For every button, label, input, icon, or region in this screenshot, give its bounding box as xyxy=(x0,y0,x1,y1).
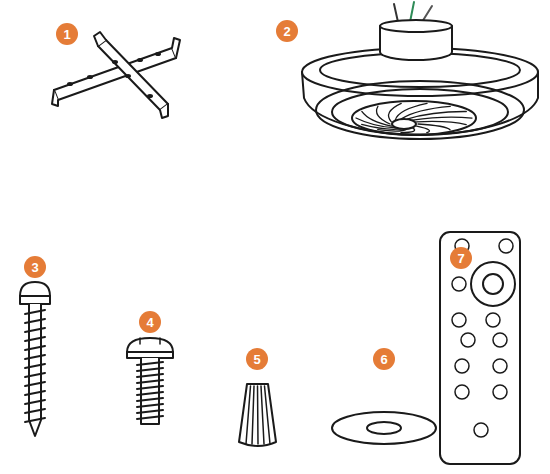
remote-button xyxy=(452,313,466,327)
screw-thread xyxy=(25,319,45,323)
bracket-hole xyxy=(67,82,73,86)
nut-rib xyxy=(257,386,259,444)
callout-number: 5 xyxy=(253,353,260,366)
remote-button xyxy=(474,423,488,437)
ceiling-fan xyxy=(302,2,538,139)
remote-button xyxy=(499,239,513,253)
remote-button xyxy=(455,385,469,399)
callout-number: 7 xyxy=(457,252,464,265)
screw-thread xyxy=(137,404,163,407)
screw-thread xyxy=(25,400,45,404)
callout-circle: 3 xyxy=(24,256,46,278)
screw-thread xyxy=(25,328,45,332)
callout-number: 3 xyxy=(31,261,38,274)
callout-circle: 6 xyxy=(373,348,395,370)
screw-thread xyxy=(25,418,45,422)
screw-thread xyxy=(25,364,45,368)
fan-blade xyxy=(413,117,472,120)
wire-nut xyxy=(239,384,276,446)
screw-thread xyxy=(137,374,163,377)
remote-button xyxy=(493,359,507,373)
callout-number: 2 xyxy=(283,25,290,38)
callout-circle: 5 xyxy=(246,348,268,370)
fan-blade xyxy=(417,121,467,124)
bracket-hole xyxy=(137,58,143,62)
callout-circle: 4 xyxy=(139,311,161,333)
remote-button xyxy=(461,333,475,347)
screw-thread xyxy=(25,382,45,386)
screw-thread xyxy=(137,380,163,383)
callout-circle: 1 xyxy=(56,23,78,45)
machine-screw xyxy=(127,338,173,424)
bracket-hole xyxy=(125,74,131,78)
callout-circle: 7 xyxy=(450,247,472,269)
nut-rib xyxy=(265,386,271,444)
remote-button xyxy=(452,277,466,291)
bracket-hole xyxy=(147,94,153,98)
fan-blade xyxy=(417,126,430,132)
screw-thread xyxy=(25,355,45,359)
washer xyxy=(332,412,436,444)
screw-thread xyxy=(25,373,45,377)
callout-number: 6 xyxy=(380,353,387,366)
mounting-bracket xyxy=(52,32,180,118)
remote-button xyxy=(493,333,507,347)
bracket-hole xyxy=(155,52,161,56)
screw-thread xyxy=(25,346,45,350)
screw-thread xyxy=(25,391,45,395)
screw-thread xyxy=(137,398,163,401)
remote-control xyxy=(440,232,520,464)
screw-thread xyxy=(137,368,163,371)
remote-button xyxy=(493,385,507,399)
bracket-hole xyxy=(112,60,118,64)
remote-button xyxy=(486,313,500,327)
nut-rib xyxy=(252,386,254,444)
screw-thread xyxy=(137,362,163,365)
screw-thread xyxy=(25,337,45,341)
fan-blade xyxy=(418,124,450,130)
screw-thread xyxy=(137,392,163,395)
bracket-hole xyxy=(87,75,93,79)
wood-screw xyxy=(20,282,50,436)
screw-thread xyxy=(137,386,163,389)
nut-rib xyxy=(261,386,264,444)
screw-thread xyxy=(137,416,163,419)
nut-rib xyxy=(246,386,251,444)
callout-number: 1 xyxy=(63,28,70,41)
callout-circle: 2 xyxy=(276,20,298,42)
screw-thread xyxy=(25,310,45,314)
screw-thread xyxy=(137,410,163,413)
callout-number: 4 xyxy=(146,316,153,329)
remote-button xyxy=(455,359,469,373)
screw-thread xyxy=(25,409,45,413)
